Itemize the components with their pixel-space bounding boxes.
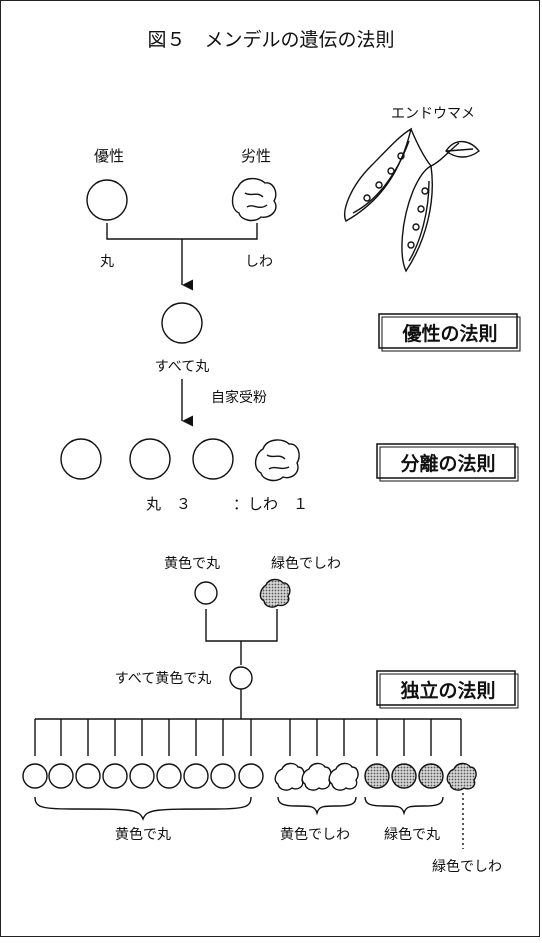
f1-yellow-round-label: すべて黄色で丸 — [115, 670, 211, 687]
yellow-round-pea — [238, 763, 264, 789]
f1-round-pea — [161, 302, 203, 344]
green-wrinkled-pea — [446, 762, 477, 791]
yellow-wrinkled-pea — [274, 762, 305, 791]
yellow-round-pea — [183, 763, 209, 789]
f2-wrinkled-pea — [254, 439, 300, 482]
yellow-wrinkled-pea — [328, 762, 359, 791]
dominant-label: 優性 — [94, 147, 124, 165]
yellow-round-group — [22, 763, 264, 789]
parent-yellow-round-label: 黄色で丸 — [164, 555, 220, 572]
wrinkle-lines — [244, 192, 268, 208]
f2-round-pea — [60, 438, 102, 480]
law-independence-box: 独立の法則 — [376, 670, 519, 709]
wrinkled-pea-parent — [231, 177, 277, 222]
round-label: 丸 — [100, 254, 114, 270]
ratio-round: 丸 ３ — [146, 495, 191, 513]
law-segregation-box: 分離の法則 — [376, 443, 519, 482]
pea-plant-label: エンドウマメ — [391, 106, 475, 122]
law-dominance-label: 優性の法則 — [401, 322, 497, 345]
f2-round-pea — [192, 438, 234, 480]
yellow-wrinkled-brace — [277, 796, 357, 816]
self-pollination-label: 自家受粉 — [211, 389, 267, 406]
law-segregation-label: 分離の法則 — [400, 452, 495, 475]
f1-yellow-round-pea — [229, 666, 253, 690]
recessive-label: 劣性 — [241, 147, 271, 165]
round-pea-parent — [86, 179, 128, 221]
yellow-round-pea — [156, 763, 182, 789]
group-label-yellow-wrinkled: 黄色でしわ — [280, 826, 350, 843]
green-round-pea — [391, 763, 417, 789]
group-label-green-round: 緑色で丸 — [384, 826, 440, 843]
yellow-round-pea — [129, 763, 155, 789]
parent-green-wrinkled-label: 緑色でしわ — [271, 555, 341, 572]
group-label-green-wrinkled: 緑色でしわ — [432, 858, 502, 875]
yellow-round-pea — [210, 763, 236, 789]
law-independence-label: 独立の法則 — [400, 679, 495, 702]
pea-pod-icon — [344, 127, 480, 273]
wrinkle-lines — [266, 454, 290, 470]
f2-round-pea — [129, 438, 171, 480]
yellow-round-pea — [102, 763, 128, 789]
parent-yellow-round-pea — [194, 581, 218, 605]
green-round-group — [364, 763, 444, 789]
yellow-round-pea — [48, 763, 74, 789]
cross-bracket — [106, 223, 258, 240]
ratio-wrinkled: ：しわ １ — [233, 495, 308, 513]
group-label-yellow-round: 黄色で丸 — [115, 826, 171, 843]
yellow-round-pea — [22, 763, 48, 789]
wrinkled-label: しわ — [245, 254, 273, 270]
green-round-pea — [418, 763, 444, 789]
green-round-brace — [364, 796, 444, 816]
comb-teeth — [34, 719, 462, 756]
yellow-wrinkled-group — [274, 762, 359, 791]
yellow-round-brace — [34, 796, 252, 821]
f1-label: すべて丸 — [155, 359, 209, 375]
yellow-wrinkled-pea — [301, 762, 332, 791]
dihybrid-cross-bracket — [205, 609, 278, 642]
figure-title: 図５ メンデルの遺伝の法則 — [147, 29, 394, 51]
parent-green-wrinkled-pea — [259, 578, 291, 608]
green-round-pea — [364, 763, 390, 789]
law-dominance-box: 優性の法則 — [378, 313, 521, 352]
yellow-round-pea — [75, 763, 101, 789]
